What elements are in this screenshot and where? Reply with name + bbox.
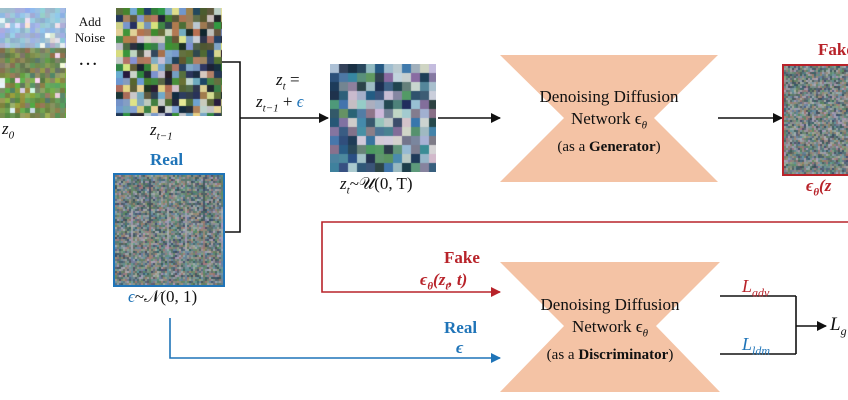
generator-line1: Denoising Diffusion xyxy=(539,87,679,106)
discriminator-network-shape xyxy=(500,262,720,392)
z0-image xyxy=(0,8,66,118)
z0-label: z0 xyxy=(2,119,15,142)
generator-line2: Network ϵθ xyxy=(570,109,648,132)
generator-line3: (as a Generator) xyxy=(557,139,661,156)
forward-equation-line1: zt = xyxy=(276,70,300,93)
real-input-eps: ϵ xyxy=(456,338,464,357)
real-noise-title: Real xyxy=(150,150,184,169)
loss-adv-label: Ladv xyxy=(742,276,770,300)
zt-minus-1-label: zt−1 xyxy=(150,120,173,143)
ellipsis: … xyxy=(78,48,98,70)
fake-input-label: ϵθ(zt, t) xyxy=(420,270,468,293)
discriminator-line2: Network ϵθ xyxy=(571,317,649,340)
forward-equation-line2: zt−1 + ϵ xyxy=(256,92,304,115)
discriminator-label: Denoising Diffusion Network ϵθ (as a Dis… xyxy=(500,294,720,366)
gen-output-title: Fake xyxy=(818,40,848,59)
fake-noise-image xyxy=(782,64,848,176)
loss-total-label: Lg xyxy=(830,314,847,338)
merge-connector xyxy=(222,61,241,233)
zt-sample-label: zt~𝒰(0, T) xyxy=(340,174,413,197)
gen-output-label: ϵθ(z xyxy=(806,176,832,199)
discriminator-line3: (as a Discriminator) xyxy=(546,347,674,364)
discriminator-line1: Denoising Diffusion xyxy=(540,295,680,314)
real-noise-image xyxy=(113,173,225,287)
zt-minus-1-image xyxy=(116,8,222,116)
zt-image xyxy=(330,64,436,172)
fake-input-title: Fake xyxy=(444,248,480,267)
add-noise-label: Add Noise xyxy=(74,14,106,45)
fake-feedback-connector xyxy=(321,221,848,297)
generator-label: Denoising Diffusion Network ϵθ (as a Gen… xyxy=(500,86,718,158)
real-eps-connector xyxy=(169,318,501,363)
loss-ldm-label: Lldm xyxy=(742,334,771,358)
generator-network-shape xyxy=(500,55,718,182)
real-input-title: Real xyxy=(444,318,478,337)
real-noise-distribution: ϵ~𝒩(0, 1) xyxy=(128,287,198,306)
